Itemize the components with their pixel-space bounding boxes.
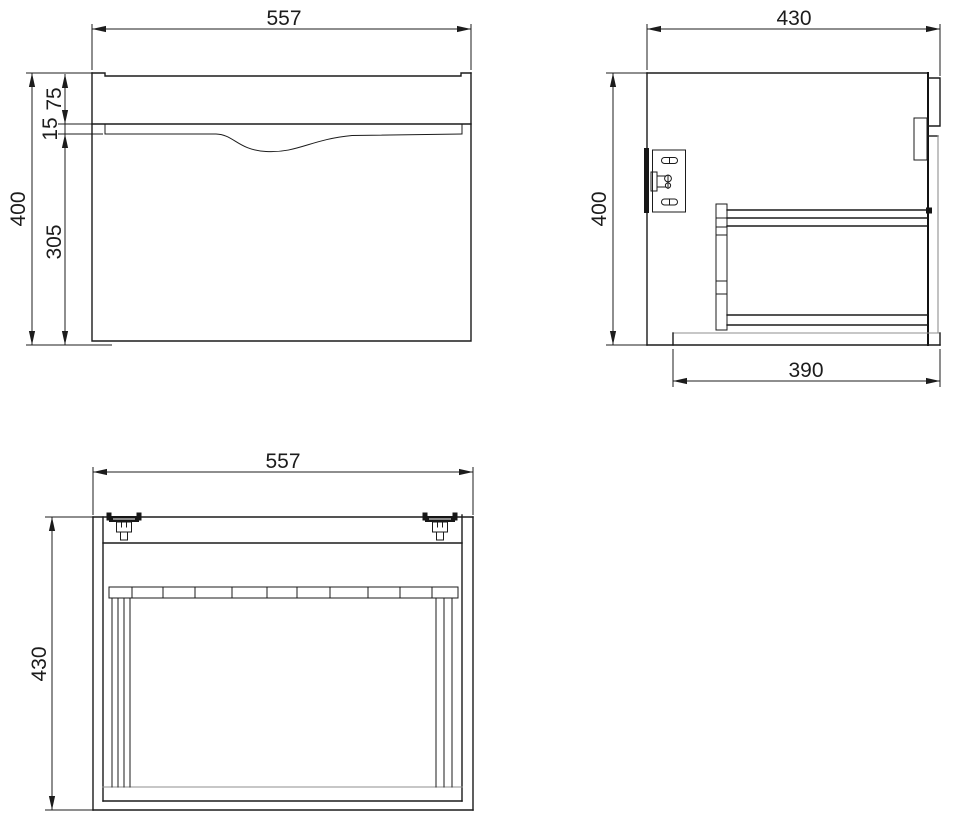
side-dimension-depth: 430	[646, 7, 941, 76]
dim-label-side-height: 400	[588, 191, 611, 226]
bracket-plate	[652, 149, 686, 213]
dim-label-drawer-front: 75	[43, 87, 66, 110]
side-view-outline	[646, 72, 941, 346]
side-view: 430 400 390	[588, 7, 941, 387]
front-view: 557 400 75 15 305	[7, 7, 472, 346]
drawer-slides-left	[111, 597, 131, 788]
bracket-hook	[650, 171, 658, 192]
side-dimension-height: 400	[588, 72, 647, 346]
dim-label-side-depth: 430	[776, 7, 811, 30]
dim-label-gap: 15	[39, 117, 62, 140]
drawer-front-profile	[927, 77, 941, 127]
side-dimension-bottom-depth: 390	[672, 349, 941, 387]
drawer-slides-right	[435, 597, 453, 788]
front-dimension-height: 400	[7, 72, 112, 346]
drawer-back-profile	[715, 203, 728, 331]
dim-label-front-height: 400	[7, 191, 30, 226]
countertop-edge	[91, 72, 472, 77]
wall-mounting-bracket	[644, 148, 686, 213]
plan-view-outline	[92, 514, 474, 811]
front-view-outline	[91, 72, 472, 342]
mounting-bracket-right	[422, 512, 458, 541]
handle-recess-wave	[104, 133, 463, 153]
drawer-runner-profile	[715, 203, 932, 331]
dowel-rail-strip	[108, 586, 459, 599]
plan-view: 557 430	[28, 450, 474, 811]
plan-dimension-depth: 430	[28, 516, 93, 811]
dim-label-lower-panel: 305	[43, 224, 66, 259]
dim-label-front-width: 557	[266, 7, 301, 30]
dim-label-bottom-depth: 390	[788, 359, 823, 382]
dim-label-plan-width: 557	[265, 450, 300, 473]
dim-label-plan-depth: 430	[28, 646, 51, 681]
cabinet-outline	[91, 72, 472, 342]
wall-rail	[644, 148, 649, 213]
mounting-bracket-left	[106, 512, 142, 541]
rail-end-stop	[926, 207, 932, 214]
plan-dimension-width: 557	[92, 450, 474, 515]
front-fixing-bracket	[913, 117, 928, 161]
front-dimension-chain: 75 15 305	[39, 74, 103, 345]
front-dimension-width: 557	[91, 7, 472, 70]
